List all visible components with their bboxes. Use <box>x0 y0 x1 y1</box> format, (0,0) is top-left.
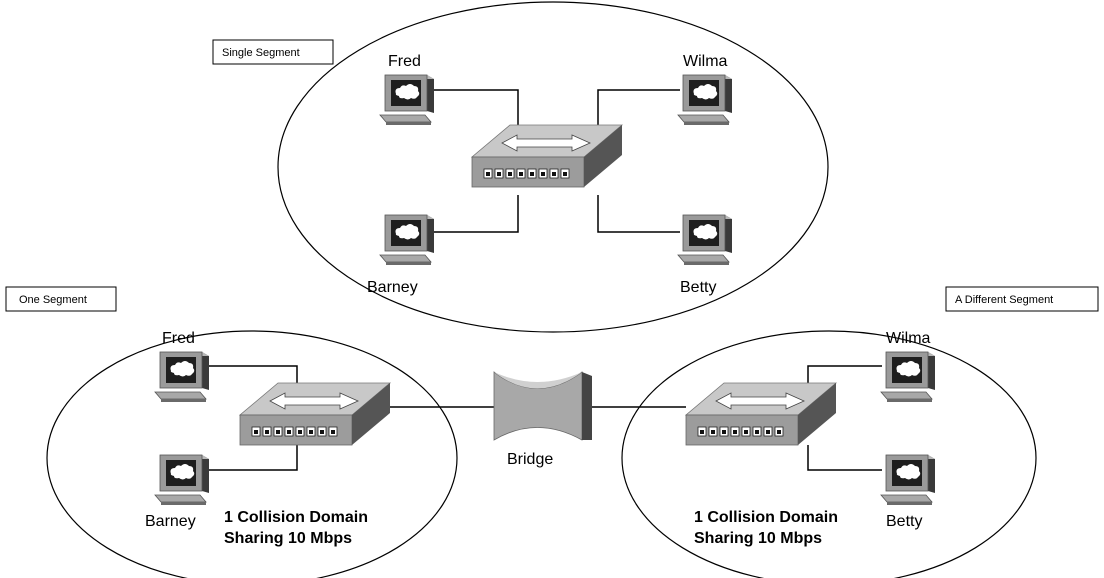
bridge-icon <box>493 371 592 441</box>
pc-label-wilma: Wilma <box>683 53 728 70</box>
computer-icon <box>677 74 733 126</box>
different-segment-label-box: A Different Segment <box>945 286 1099 312</box>
left-collision-domain-line1: 1 Collision Domain <box>224 509 368 526</box>
pc-label-left-fred: Fred <box>162 330 195 347</box>
link-right-wilma-hub <box>807 365 882 383</box>
computer-icon <box>677 214 733 266</box>
pc-label-betty: Betty <box>680 279 716 296</box>
computer-icon <box>880 351 936 403</box>
single-segment-label: Single Segment <box>222 47 300 59</box>
computer-icon <box>379 214 435 266</box>
link-barney-hub <box>433 195 519 233</box>
different-segment-ellipse <box>621 330 1037 578</box>
bridge-label: Bridge <box>507 451 553 468</box>
computer-icon <box>880 454 936 506</box>
pc-label-left-barney: Barney <box>145 513 196 530</box>
hub-icon <box>685 382 837 446</box>
link-wilma-hub <box>597 89 680 125</box>
link-left-barney-hub <box>209 445 298 471</box>
link-left-fred-hub <box>209 365 298 383</box>
pc-label-barney: Barney <box>367 279 418 296</box>
hub-icon <box>239 382 391 446</box>
single-segment-label-box: Single Segment <box>212 39 334 65</box>
computer-icon <box>379 74 435 126</box>
link-right-betty-hub <box>807 445 882 471</box>
link-fred-hub <box>433 89 519 125</box>
one-segment-label-box: One Segment <box>5 286 117 312</box>
pc-label-right-wilma: Wilma <box>886 330 931 347</box>
left-collision-domain-line2: Sharing 10 Mbps <box>224 530 352 547</box>
single-segment-ellipse <box>277 1 829 333</box>
right-collision-domain-line2: Sharing 10 Mbps <box>694 530 822 547</box>
computer-icon <box>154 351 210 403</box>
one-segment-label: One Segment <box>19 294 87 306</box>
hub-icon <box>471 124 623 188</box>
link-betty-hub <box>597 195 680 233</box>
computer-icon <box>154 454 210 506</box>
one-segment-ellipse <box>46 330 458 578</box>
pc-label-right-betty: Betty <box>886 513 922 530</box>
different-segment-label: A Different Segment <box>955 294 1053 306</box>
right-collision-domain-line1: 1 Collision Domain <box>694 509 838 526</box>
pc-label-fred: Fred <box>388 53 421 70</box>
